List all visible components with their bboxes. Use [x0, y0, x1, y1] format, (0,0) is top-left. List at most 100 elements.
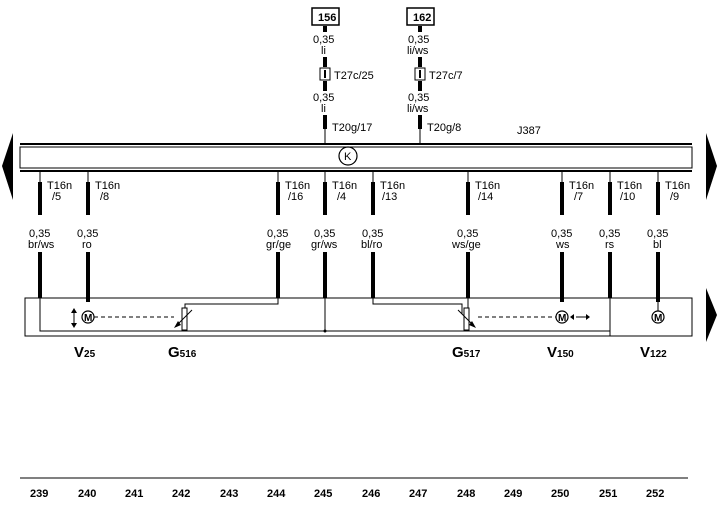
ref-box-label: 156 [318, 12, 336, 24]
pin-label: /16 [288, 191, 303, 203]
wire-t16n-5: T16n /5 0,35 br/ws [28, 172, 72, 298]
column-number: 241 [125, 488, 143, 500]
component-label-v122: V122 [640, 344, 667, 361]
top-connection-156: 156 0,35 li T27c/25 0,35 li T20g/17 [311, 7, 374, 143]
connector-label: T27c/7 [429, 70, 463, 82]
wire-color: br/ws [28, 239, 55, 251]
column-number: 247 [409, 488, 427, 500]
wire-gauge: 0,35 [77, 228, 98, 240]
component-label-g516: G516 [168, 344, 197, 361]
wire-color: ws [555, 239, 570, 251]
wire-color: bl [653, 239, 662, 251]
column-number: 244 [267, 488, 286, 500]
column-number: 245 [314, 488, 332, 500]
column-number: 240 [78, 488, 96, 500]
wire-gauge: 0,35 [267, 228, 288, 240]
wire-t16n-9: T16n /9 0,35 bl [647, 172, 690, 302]
pin-label: T16n [569, 180, 594, 192]
wire-color: ro [82, 239, 92, 251]
wire-t16n-13: T16n /13 0,35 bl/ro [361, 172, 405, 298]
component-label-v150: V150 [547, 344, 574, 361]
connector-label: T27c/25 [334, 70, 374, 82]
wire-color: gr/ge [266, 239, 291, 251]
component-housing [24, 297, 693, 337]
next-page-arrow-top[interactable] [706, 133, 717, 200]
wire-gauge: 0,35 [29, 228, 50, 240]
motor-symbol: M [558, 313, 566, 324]
component-labels: V25 G516 G517 V150 V122 [74, 344, 667, 361]
wire-color: ws/ge [451, 239, 481, 251]
wire-color: rs [605, 239, 615, 251]
wire-t16n-7: T16n /7 0,35 ws [551, 172, 594, 302]
pin-label: /8 [100, 191, 109, 203]
prev-page-arrow[interactable] [2, 133, 13, 200]
column-number: 246 [362, 488, 380, 500]
sensor-g517 [457, 307, 476, 331]
next-page-arrow-bottom[interactable] [706, 288, 717, 342]
wire-gauge: 0,35 [457, 228, 478, 240]
pin-label: T20g/8 [427, 122, 461, 134]
pin-label: T16n [617, 180, 642, 192]
wire-gauge: 0,35 [408, 92, 429, 104]
wire-gauge: 0,35 [408, 34, 429, 46]
wire-color: gr/ws [311, 239, 338, 251]
wire-gauge: 0,35 [313, 34, 334, 46]
wire-color: li/ws [407, 103, 429, 115]
wire-t16n-4: T16n /4 0,35 gr/ws [311, 172, 357, 298]
wire-t16n-10: T16n /10 0,35 rs [599, 172, 642, 298]
wire-color: li/ws [407, 45, 429, 57]
wire-gauge: 0,35 [599, 228, 620, 240]
column-ruler: 239 240 241 242 243 244 245 246 247 248 … [30, 488, 664, 500]
module-label: J387 [517, 125, 541, 137]
ground-symbol-letter: K [344, 151, 352, 163]
pin-label: T16n [47, 180, 72, 192]
wire-gauge: 0,35 [362, 228, 383, 240]
ref-box-label: 162 [413, 12, 431, 24]
column-number: 239 [30, 488, 48, 500]
pin-label: T16n [380, 180, 405, 192]
wire-color: li [321, 45, 326, 57]
component-label-v25: V25 [74, 344, 96, 361]
column-number: 242 [172, 488, 190, 500]
pin-label: T16n [332, 180, 357, 192]
pin-label: T16n [475, 180, 500, 192]
sensor-g516 [174, 307, 193, 331]
wire-gauge: 0,35 [647, 228, 668, 240]
wire-t16n-16: T16n /16 0,35 gr/ge [266, 172, 310, 298]
pin-label: /13 [382, 191, 397, 203]
wire-gauge: 0,35 [314, 228, 335, 240]
pin-label: /14 [478, 191, 493, 203]
pin-label: T20g/17 [332, 122, 372, 134]
wire-gauge: 0,35 [551, 228, 572, 240]
motor-v150: M [478, 310, 590, 324]
wire-bundle: T16n /5 0,35 br/ws T16n /8 0,35 ro T16n … [28, 172, 690, 302]
pin-label: /10 [620, 191, 635, 203]
pin-label: T16n [285, 180, 310, 192]
top-connection-162: 162 0,35 li/ws T27c/7 0,35 li/ws T20g/8 [406, 7, 463, 143]
column-number: 252 [646, 488, 664, 500]
pin-label: /7 [574, 191, 583, 203]
column-number: 251 [599, 488, 617, 500]
control-module-j387: J387 K [19, 125, 693, 172]
pin-label: /5 [52, 191, 61, 203]
wire-t16n-8: T16n /8 0,35 ro [77, 172, 120, 302]
motor-symbol: M [654, 313, 662, 324]
component-label-g517: G517 [452, 344, 481, 361]
pin-label: T16n [95, 180, 120, 192]
motor-v122: M [651, 310, 665, 324]
column-number: 243 [220, 488, 238, 500]
wire-color: li [321, 103, 326, 115]
wire-t16n-14: T16n /14 0,35 ws/ge [451, 172, 500, 298]
column-number: 248 [457, 488, 475, 500]
wire-gauge: 0,35 [313, 92, 334, 104]
column-number: 250 [551, 488, 569, 500]
pin-label: T16n [665, 180, 690, 192]
pin-label: /9 [670, 191, 679, 203]
column-number: 249 [504, 488, 522, 500]
motor-symbol: M [84, 313, 92, 324]
wire-color: bl/ro [361, 239, 382, 251]
motor-v25: M [71, 308, 174, 328]
pin-label: /4 [337, 191, 346, 203]
ground-symbol [338, 146, 358, 166]
